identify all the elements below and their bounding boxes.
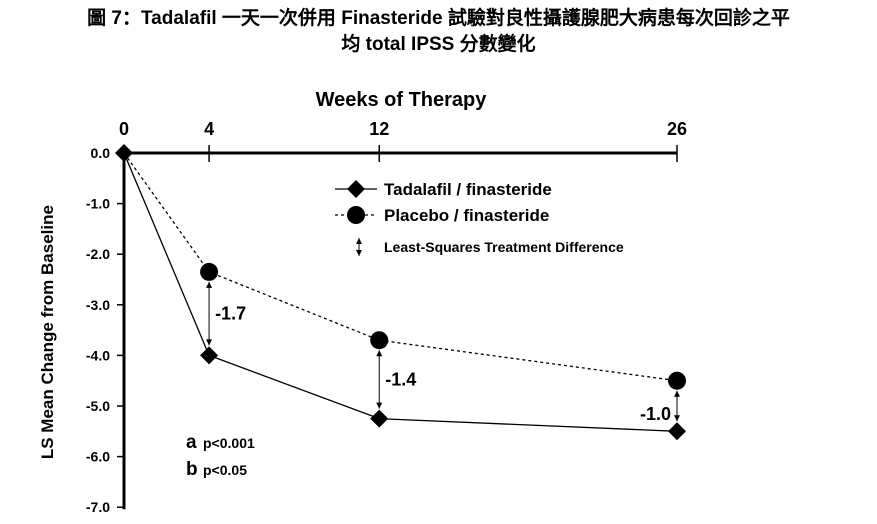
legend-circle-marker — [347, 206, 365, 224]
note-letter: b — [186, 459, 198, 480]
difference-arrow-head-bottom — [206, 339, 213, 346]
series-line-0 — [123, 152, 678, 432]
y-tick-label: -4.0 — [86, 347, 110, 363]
series-line-1 — [123, 152, 678, 382]
y-tick-label: -1.0 — [86, 196, 110, 212]
x-tick-label: 0 — [119, 119, 129, 139]
diamond-marker — [370, 409, 389, 428]
y-tick-label: -7.0 — [86, 499, 110, 515]
legend-label-placebo: Placebo / finasteride — [384, 206, 549, 225]
y-tick-label: -2.0 — [86, 246, 110, 262]
circle-marker — [668, 371, 686, 390]
difference-arrow-head-top — [674, 390, 680, 397]
diamond-marker — [668, 422, 686, 441]
difference-arrow-head-top — [206, 281, 213, 288]
chart-title-line-1: 圖 7：Tadalafil 一天一次併用 Finasteride 試驗對良性攝護… — [87, 8, 790, 29]
difference-label: -1.4 — [385, 369, 416, 389]
circle-marker — [200, 262, 219, 281]
x-tick-label: 4 — [204, 119, 214, 139]
note-letter: a — [186, 432, 197, 453]
difference-arrow-head-bottom — [376, 402, 383, 409]
chart-title-line-2: 均 total IPSS 分數變化 — [341, 34, 536, 55]
difference-label: -1.7 — [215, 304, 246, 324]
y-tick-label: -6.0 — [86, 449, 110, 465]
y-axis-title: LS Mean Change from Baseline — [38, 205, 57, 459]
x-axis-title: Weeks of Therapy — [316, 89, 488, 111]
y-tick-label: -3.0 — [86, 297, 110, 313]
note-text: p<0.05 — [203, 462, 247, 478]
difference-arrow-head-top — [376, 350, 383, 357]
diamond-marker — [115, 144, 133, 162]
legend-diamond-marker — [347, 180, 365, 198]
difference-label: -1.0 — [640, 404, 671, 424]
y-tick-label: -5.0 — [86, 398, 110, 414]
x-tick-label: 12 — [369, 119, 389, 139]
diamond-marker — [200, 346, 219, 365]
circle-marker — [370, 331, 389, 350]
legend-label-tadalafil: Tadalafil / finasteride — [384, 180, 552, 199]
note-text: p<0.001 — [203, 435, 255, 451]
difference-arrow-head-bottom — [356, 250, 362, 256]
legend-label-difference: Least-Squares Treatment Difference — [384, 239, 624, 255]
difference-arrow-head-top — [356, 238, 362, 244]
y-tick-label: 0.0 — [91, 145, 111, 161]
difference-arrow-head-bottom — [674, 415, 680, 422]
x-tick-label: 26 — [667, 119, 687, 139]
